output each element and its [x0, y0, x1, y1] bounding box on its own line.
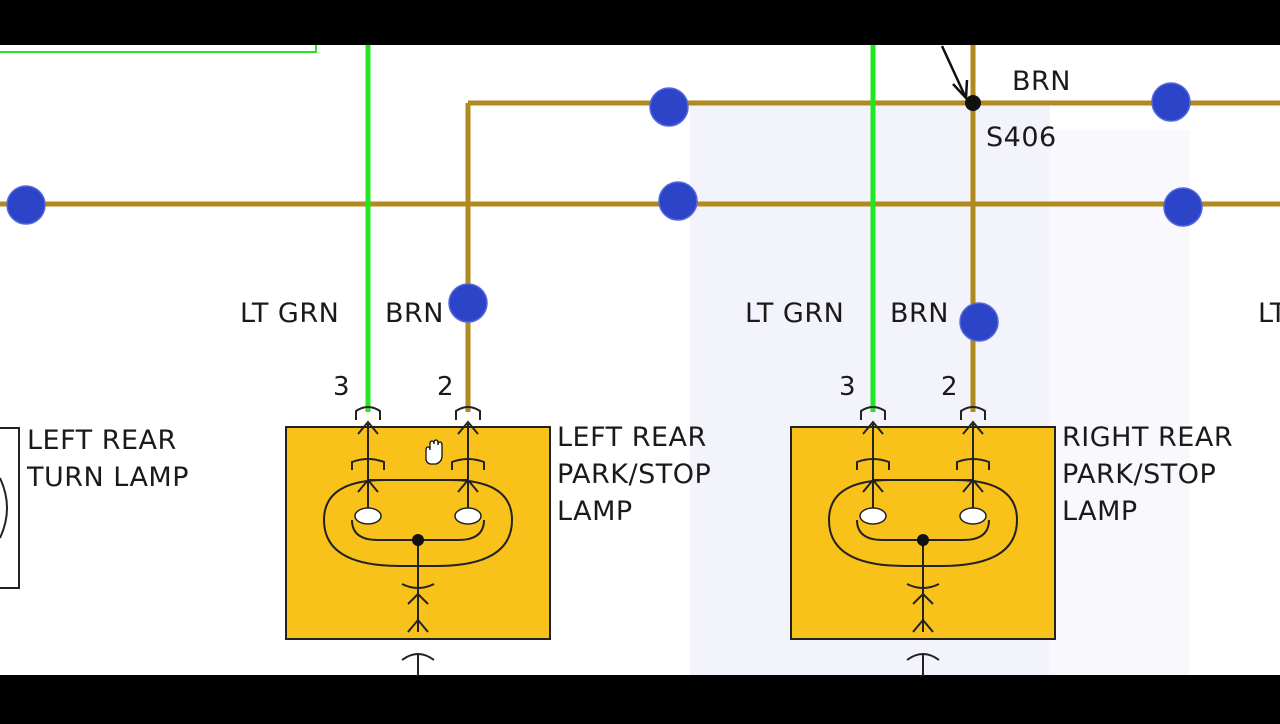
- left-rear-park-stop-lamp[interactable]: LEFT REAR PARK/STOP LAMP: [285, 406, 711, 676]
- wire-label-lt-grn-left: LT GRN: [240, 298, 339, 329]
- wire-label-partial: LT: [1258, 298, 1280, 329]
- hand-cursor-icon: [425, 439, 443, 465]
- wire-label-brn-right: BRN: [890, 298, 949, 329]
- lamp-label: LEFT REAR: [557, 422, 707, 453]
- lamp-label: RIGHT REAR: [1062, 422, 1233, 453]
- right-rear-park-stop-lamp[interactable]: RIGHT REAR PARK/STOP LAMP: [790, 406, 1233, 676]
- highlight-panel: [1050, 130, 1190, 675]
- wire-label-brn-top: BRN: [1012, 66, 1071, 97]
- splice-label: S406: [986, 122, 1057, 153]
- node: [6, 185, 46, 225]
- pin-number: 3: [839, 372, 856, 402]
- node: [959, 302, 999, 342]
- pin-number: 3: [333, 372, 350, 402]
- splice-pointer-head: [952, 79, 969, 102]
- pin-number: 2: [437, 372, 454, 402]
- lamp-label: LAMP: [557, 496, 633, 527]
- wire-label-lt-grn-right: LT GRN: [745, 298, 844, 329]
- lamp-label: PARK/STOP: [557, 459, 711, 490]
- lamp-label: PARK/STOP: [1062, 459, 1216, 490]
- letterbox-bottom: [0, 676, 1280, 720]
- splice-pointer: [940, 45, 967, 97]
- wire-label-brn-left: BRN: [385, 298, 444, 329]
- node: [658, 181, 698, 221]
- green-box-edge: [0, 45, 317, 53]
- lamp-label: LAMP: [1062, 496, 1138, 527]
- connection-nodes: [6, 82, 1203, 342]
- lamp-label: LEFT REAR: [27, 425, 177, 456]
- node: [649, 87, 689, 127]
- splice-dot-icon: [965, 95, 981, 111]
- node: [1151, 82, 1191, 122]
- node: [448, 283, 488, 323]
- lamp-label: TURN LAMP: [26, 462, 189, 493]
- node: [1163, 187, 1203, 227]
- green-wires: [365, 45, 876, 412]
- pin-number: 2: [941, 372, 958, 402]
- left-rear-turn-lamp: LEFT REAR TURN LAMP: [0, 425, 189, 589]
